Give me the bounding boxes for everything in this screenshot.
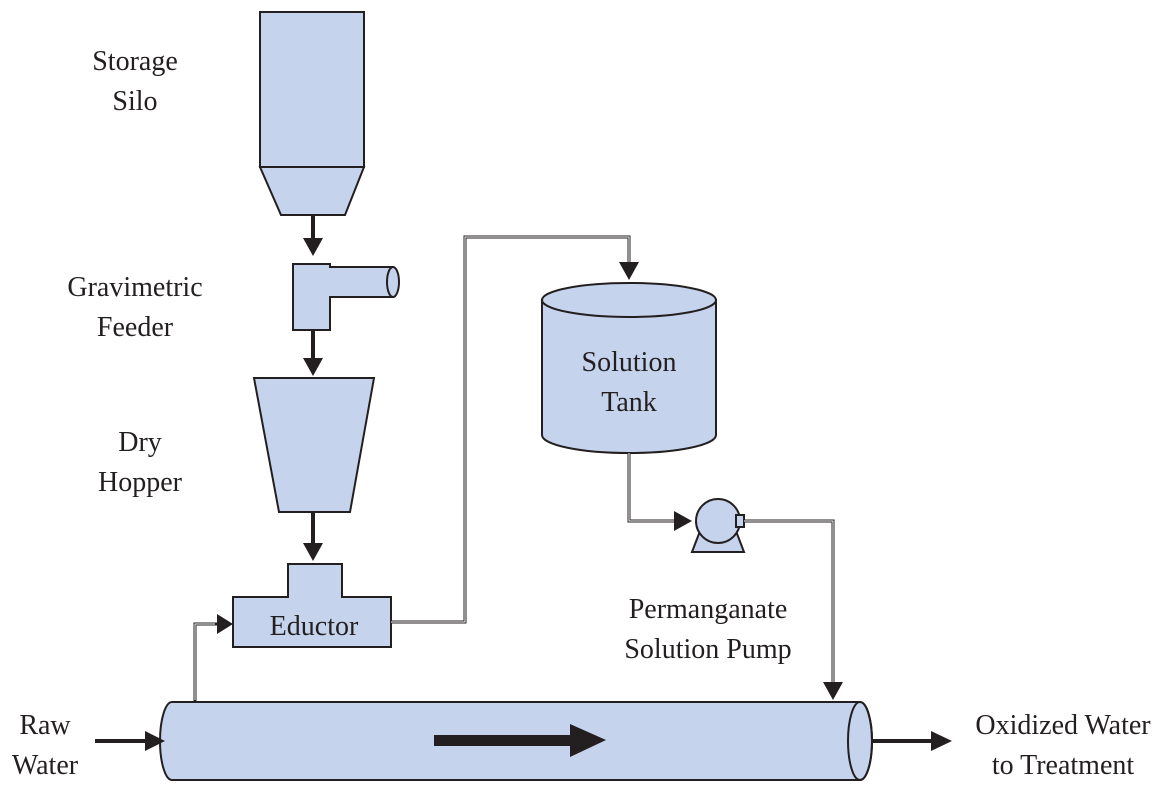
hopper-to-eductor-arrow [303, 512, 323, 561]
dry-hopper-label-line-1: Dry [118, 427, 162, 458]
permanganate-pump-label-line-1: Permanganate [628, 594, 788, 625]
storage-silo-label-line-2: Silo [112, 86, 158, 117]
oxidized-water-outlet-arrow [872, 731, 952, 751]
raw-water-inlet-arrow [95, 731, 165, 751]
eductor-to-tank-line [391, 235, 639, 624]
flow-direction-arrow [434, 724, 606, 757]
oxidized-water-label-line-1: Oxidized Water [975, 710, 1151, 741]
gravimetric-feeder-label-line-2: Feeder [96, 312, 174, 343]
silo-to-feeder-arrow [303, 215, 323, 256]
tank-to-pump-line [627, 453, 692, 531]
pump-to-pipe-line [744, 519, 843, 700]
eductor-label: Eductor [236, 607, 392, 647]
oxidized-water-label-line-2: to Treatment [991, 750, 1135, 781]
raw-water-label: Raw Water [0, 706, 90, 786]
eductor-label-text: Eductor [269, 611, 359, 642]
dry-hopper-label-line-2: Hopper [98, 467, 182, 498]
raw-water-to-eductor-line [193, 614, 233, 702]
raw-water-label-line-1: Raw [19, 710, 71, 741]
eductor [232, 563, 392, 648]
solution-pump [690, 498, 746, 553]
dry-hopper-label: Dry Hopper [75, 423, 205, 503]
storage-silo-label-line-1: Storage [92, 46, 178, 77]
solution-tank-label: Solution Tank [554, 343, 704, 423]
dry-hopper [252, 377, 376, 513]
storage-silo [258, 11, 366, 216]
storage-silo-label: Storage Silo [70, 42, 200, 122]
gravimetric-feeder [292, 263, 400, 331]
oxidized-water-label: Oxidized Water to Treatment [958, 706, 1168, 786]
solution-tank-label-line-2: Tank [601, 387, 657, 418]
raw-water-label-line-2: Water [11, 750, 79, 781]
solution-tank-label-line-1: Solution [581, 347, 677, 378]
feeder-to-hopper-arrow [303, 330, 323, 376]
gravimetric-feeder-label: Gravimetric Feeder [50, 268, 220, 348]
permanganate-pump-label-line-2: Solution Pump [624, 634, 792, 665]
permanganate-pump-label: Permanganate Solution Pump [598, 590, 818, 670]
gravimetric-feeder-label-line-1: Gravimetric [67, 272, 203, 303]
solution-tank [541, 282, 717, 454]
